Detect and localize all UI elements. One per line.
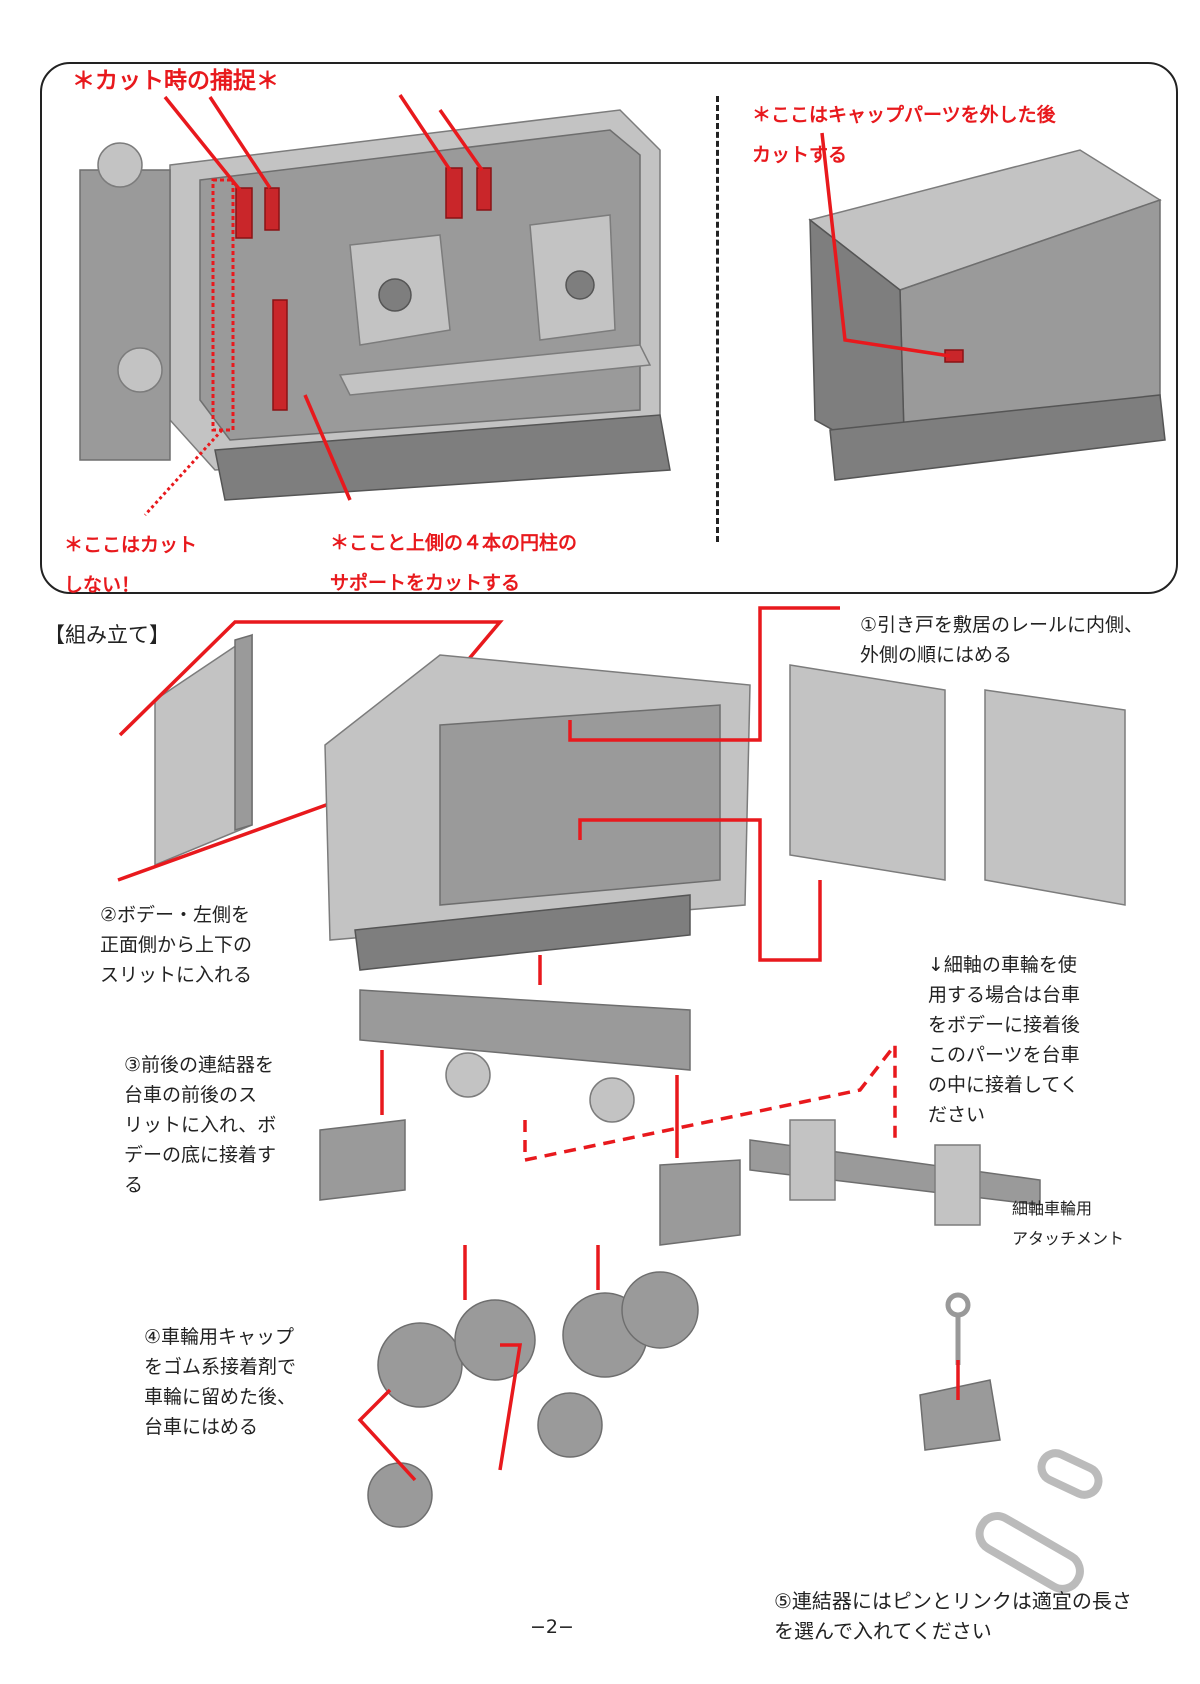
cut-support-note-line: サポートをカットする <box>330 572 521 594</box>
step4-line: 台車にはめる <box>144 1416 259 1438</box>
step5-line: ⑤連結器にはピンとリンクは適宜の長さ <box>774 1589 1132 1613</box>
thin-axle-note-line: ださい <box>928 1104 986 1126</box>
van-exterior-illustration <box>808 149 1166 481</box>
thin-axle-note-line: をボデーに接着後 <box>928 1014 1081 1036</box>
coupler-pin-link-parts <box>919 1292 1103 1593</box>
assembly-heading: 【組み立て】 <box>44 623 170 647</box>
attachment-label: 細軸車輪用 アタッチメント <box>1012 1194 1124 1254</box>
step2-line: スリットに入れる <box>100 964 253 986</box>
no-cut-note-line: しない！ <box>64 574 141 596</box>
step3-line: ③前後の連結器を <box>124 1054 275 1076</box>
cut-support-note: ＊ここと上側の４本の円柱の サポートをカットする <box>330 528 577 598</box>
step2-line: ②ボデー・左側を <box>100 904 251 926</box>
attachment-label-line: アタッチメント <box>1012 1229 1125 1248</box>
cap-note: ＊ここはキャップパーツを外した後 カットする <box>752 100 1056 170</box>
step3-text: ③前後の連結器を 台車の前後のス リットに入れ、ボ デーの底に接着す る <box>124 1050 276 1200</box>
thin-axle-note-line: このパーツを台車 <box>928 1044 1080 1066</box>
coupler-parts <box>319 1119 741 1246</box>
thin-axle-note-line: 用する場合は台車 <box>928 984 1081 1006</box>
thin-axle-note-line: の中に接着してく <box>928 1074 1079 1096</box>
thin-axle-attachment-part <box>749 1119 1041 1226</box>
step4-text: ④車輪用キャップ をゴム系接着剤で 車輪に留めた後、 台車にはめる <box>144 1322 296 1442</box>
capture-label: ＊カット時の捕捉＊ <box>72 68 279 94</box>
step4-line: ④車輪用キャップ <box>144 1326 295 1348</box>
thin-axle-note-line: ↓細軸の車輪を使 <box>928 954 1077 976</box>
attachment-label-line: 細軸車輪用 <box>1012 1199 1093 1218</box>
step3-line: る <box>124 1174 144 1196</box>
step3-line: デーの底に接着す <box>124 1144 277 1166</box>
door-parts <box>789 664 1126 906</box>
step1-text: ①引き戸を敷居のレールに内側、 外側の順にはめる <box>860 610 1143 670</box>
panel-divider <box>716 96 719 542</box>
step3-line: リットに入れ、ボ <box>124 1114 277 1136</box>
cap-note-line: カットする <box>752 144 848 166</box>
step1-line: ①引き戸を敷居のレールに内側、 <box>860 614 1144 636</box>
step5-line: を選んで入れてください <box>774 1619 992 1643</box>
step5-text: ⑤連結器にはピンとリンクは適宜の長さ を選んで入れてください <box>774 1586 1132 1646</box>
thin-axle-note: ↓細軸の車輪を使 用する場合は台車 をボデーに接着後 このパーツを台車 の中に接… <box>928 950 1080 1130</box>
van-body-part <box>324 654 751 971</box>
no-cut-note: ＊ここはカット しない！ <box>64 530 197 600</box>
chassis-part <box>359 989 691 1123</box>
van-interior-illustration <box>79 109 671 501</box>
page-number: −2− <box>530 1616 574 1638</box>
no-cut-note-line: ＊ここはカット <box>64 534 198 556</box>
step2-text: ②ボデー・左側を 正面側から上下の スリットに入れる <box>100 900 252 990</box>
cap-note-line: ＊ここはキャップパーツを外した後 <box>752 104 1056 126</box>
cut-support-note-line: ＊ここと上側の４本の円柱の <box>330 532 578 554</box>
step1-line: 外側の順にはめる <box>860 644 1013 666</box>
step2-line: 正面側から上下の <box>100 934 253 956</box>
step4-line: をゴム系接着剤で <box>144 1356 297 1378</box>
cut-instructions-panel <box>40 62 1178 594</box>
side-panel-part <box>154 633 253 867</box>
wheel-parts <box>367 1271 699 1528</box>
step3-line: 台車の前後のス <box>124 1084 258 1106</box>
step4-line: 車輪に留めた後、 <box>144 1386 297 1408</box>
